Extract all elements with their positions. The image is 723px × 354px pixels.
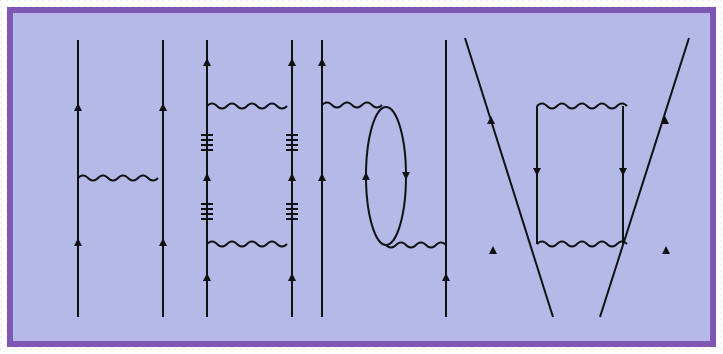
crossing-line-left-to-right <box>464 37 554 318</box>
diagram-1-single-exchange <box>74 40 167 317</box>
photon-wavy-line-upper <box>321 101 383 109</box>
photon-wavy-line <box>77 174 159 182</box>
arrow-up-icon <box>487 116 495 124</box>
arrow-up-icon <box>318 58 326 66</box>
arrow-up-icon <box>203 58 211 66</box>
arrow-up-icon <box>288 273 296 281</box>
insertion-marks-right-upper <box>286 134 298 151</box>
crossing-line-right-to-left <box>599 37 690 318</box>
arrow-up-icon <box>661 116 669 124</box>
diagram-3-vacuum-polarization-loop <box>318 40 450 317</box>
arrow-up-icon <box>159 103 167 111</box>
diagram-2-ladder-with-insertions <box>201 40 298 317</box>
arrow-up-icon <box>288 173 296 181</box>
insertion-marks-right-lower <box>286 203 298 220</box>
arrow-up-icon <box>662 246 670 254</box>
photon-wavy-line-bottom <box>206 240 288 248</box>
arrow-up-icon <box>74 103 82 111</box>
photon-wavy-line-top <box>536 102 628 110</box>
diagram-4-crossed-box <box>464 37 690 318</box>
arrow-up-icon <box>203 173 211 181</box>
arrow-up-icon <box>288 58 296 66</box>
insertion-marks-left-lower <box>201 203 213 220</box>
arrow-up-icon <box>159 238 167 246</box>
arrow-down-icon <box>402 172 410 180</box>
arrow-up-icon <box>442 273 450 281</box>
arrow-up-icon <box>362 172 370 180</box>
insertion-marks-left-upper <box>201 134 213 151</box>
arrow-up-icon <box>489 246 497 254</box>
arrow-up-icon <box>203 273 211 281</box>
arrow-down-icon <box>533 168 541 176</box>
photon-wavy-line-top <box>206 102 288 110</box>
arrow-down-icon <box>619 168 627 176</box>
photon-wavy-line-lower <box>385 241 447 249</box>
arrow-up-icon <box>74 238 82 246</box>
photon-wavy-line-bottom <box>536 240 628 248</box>
arrow-up-icon <box>318 173 326 181</box>
